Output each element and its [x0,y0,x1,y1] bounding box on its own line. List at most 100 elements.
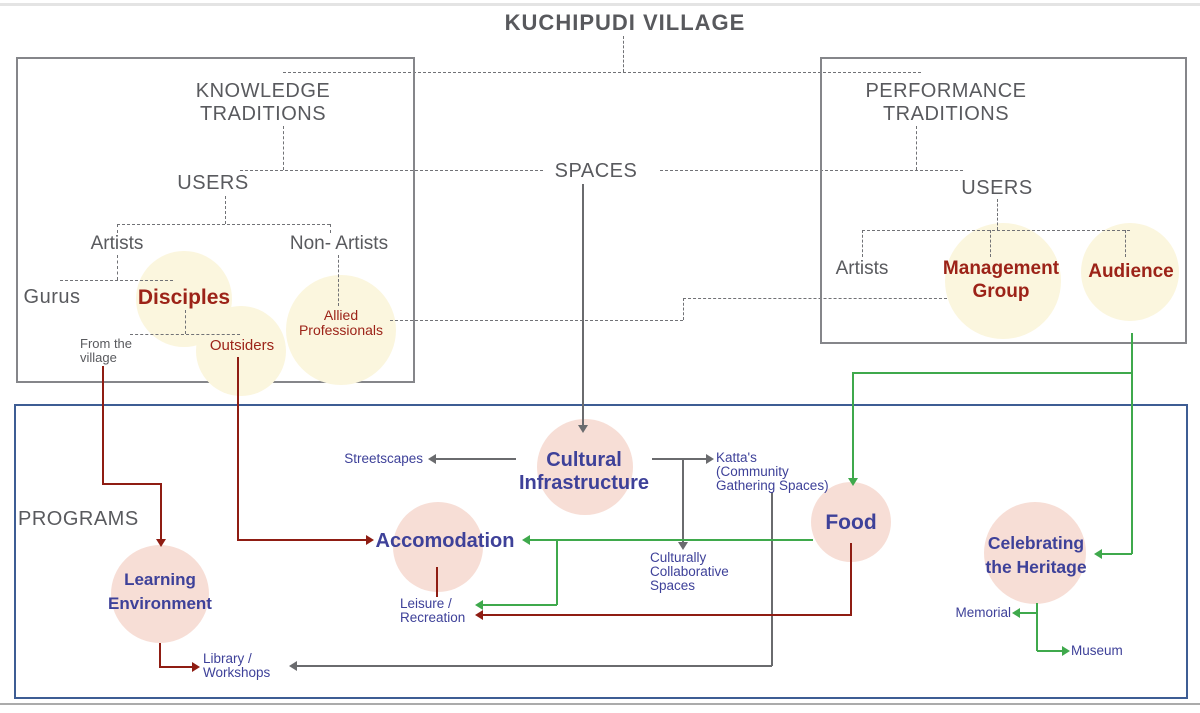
arrow-into-kattas [706,454,714,464]
memorial-label: Memorial [955,605,1011,620]
edge-celebrating-down [1036,603,1038,651]
cultural-circle [537,419,633,515]
performance-traditions-box [820,57,1187,344]
cultural-infrastructure-label: Cultural Infrastructure [518,449,650,494]
edge-allied-right-low [390,320,683,321]
edge-stub-non-artists [330,224,331,233]
from-the-village-label: From the village [80,336,133,365]
performance-users-label: USERS [961,177,1033,199]
top-page-rule [0,3,1200,6]
edge-audience-branch-left [853,372,1133,374]
edge-into-accomodation-red [237,539,368,541]
outsiders-highlight-circle [196,306,286,396]
programs-label: PROGRAMS [18,508,139,530]
edge-down-to-culturally [682,459,684,544]
edge-title-horizontal [283,72,921,73]
edge-performance-to-users [916,126,917,170]
celebrating-heritage-label: Celebrating the Heritage [985,533,1087,577]
edge-audience-down [1131,333,1133,554]
edge-allied-step-up [683,298,684,320]
arrow-into-learning [156,539,166,547]
management-highlight-circle [945,223,1061,339]
allied-professionals-label: Allied Professionals [298,307,384,338]
library-workshops-label: Library / Workshops [203,651,271,680]
edge-learning-to-library [159,666,194,668]
non-artists-label: Non- Artists [289,233,389,254]
edge-village-step [102,483,162,485]
streetscapes-label: Streetscapes [344,451,423,466]
edge-non-artists-down [338,255,339,306]
arrow-into-accomodation-red [366,535,374,545]
spaces-label: SPACES [554,160,638,182]
performance-artists-label: Artists [835,258,889,279]
disciples-label: Disciples [137,286,231,309]
edge-into-memorial [1016,612,1037,614]
allied-highlight-circle [286,275,396,385]
food-label: Food [825,511,877,534]
audience-highlight-circle [1081,223,1179,321]
gurus-label: Gurus [23,286,81,308]
edge-artists-down [117,255,118,280]
edge-village-down [102,366,104,484]
arrow-into-streetscapes [428,454,436,464]
arrow-into-library-left [192,662,200,672]
edge-down-to-food [852,372,854,480]
culturally-collaborative-label: Culturally Collaborative Spaces [650,550,729,593]
arrow-into-culturally [678,542,688,550]
edge-into-leisure-green [479,604,557,606]
edge-stub-artists-left [117,224,118,233]
edge-stub-artists-right [862,230,863,257]
knowledge-artists-label: Artists [90,233,144,254]
bottom-page-rule [0,703,1200,705]
arrow-into-museum [1062,646,1070,656]
edge-into-celebrating [1098,553,1132,555]
edge-users-down-right [997,199,998,230]
edge-performance-split [862,230,1130,231]
outsiders-label: Outsiders [209,337,275,354]
edge-users-to-spaces-left [240,170,543,171]
knowledge-users-label: USERS [177,172,249,194]
arrow-into-cultural [578,425,588,433]
edge-stub-management [990,230,991,257]
edge-into-learning [160,483,162,541]
arrow-into-food [848,478,858,486]
edge-accomodation-to-leisure [436,567,438,597]
edge-allied-right-high [683,298,952,299]
edge-knowledge-to-users [283,126,284,170]
knowledge-title: KNOWLEDGE TRADITIONS [195,80,331,125]
edge-kattas-down [771,492,773,666]
edge-learning-down [159,643,161,667]
accomodation-label: Accomodation [375,530,515,552]
edge-gurus-disciples-split [60,280,173,281]
arrow-into-accomodation-green [522,535,530,545]
edge-users-down-left [225,196,226,224]
edge-artists-split-left [117,224,330,225]
edge-disciples-down [185,310,186,334]
edge-outsiders-down [237,357,239,541]
edge-cultural-to-kattas [652,458,708,460]
edge-branch-to-leisure [556,540,558,605]
programs-box [14,404,1188,699]
accomodation-circle [393,502,483,592]
arrow-into-leisure-green [475,600,483,610]
arrow-into-celebrating [1094,549,1102,559]
diagram-title: KUCHIPUDI VILLAGE [504,10,746,35]
learning-circle [111,545,209,643]
kattas-label: Katta's (Community Gathering Spaces) [716,450,829,493]
edge-stub-audience [1125,230,1126,257]
arrow-into-memorial [1012,608,1020,618]
edge-food-to-recreation [479,614,852,616]
museum-label: Museum [1071,643,1123,658]
leisure-recreation-label: Leisure / Recreation [400,596,466,625]
management-group-label: Management Group [942,258,1060,302]
celebrating-circle [984,502,1086,604]
arrow-into-library-right [289,661,297,671]
edge-cultural-to-streetscapes [432,458,516,460]
edge-village-outsiders-split [130,334,240,335]
audience-label: Audience [1088,261,1174,282]
edge-spaces-to-users-right [660,170,963,171]
edge-into-museum [1037,650,1064,652]
edge-spaces-to-cultural [582,184,584,427]
edge-food-down [850,543,852,615]
